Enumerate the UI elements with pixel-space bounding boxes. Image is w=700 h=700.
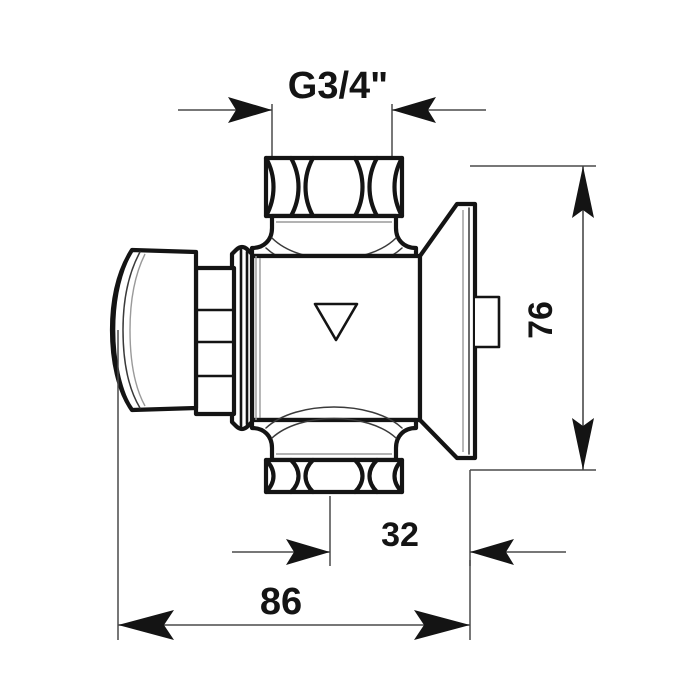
arrowhead-thread-right: [392, 97, 436, 123]
triangle-down-icon: [313, 302, 359, 342]
upper-hex-chamfer-arc-1: [263, 155, 276, 219]
knob-shaft: [193, 265, 237, 417]
knob-cap-highlight: [122, 251, 141, 409]
lower-hex-chamfer-arc-1: [263, 457, 276, 495]
upper-hex-chamfer-arc-6: [392, 155, 405, 219]
lower-hex-chamfer-arc-2: [288, 457, 301, 495]
upper-hex-chamfer-arc-3: [303, 155, 316, 219]
wall-flange: [417, 201, 501, 461]
knob-cap-front-edge: [112, 248, 134, 412]
lower-hex-chamfer-arc-4: [352, 457, 365, 495]
lower-hex-nut: [263, 457, 405, 495]
lower-hex-nut-body: [263, 457, 405, 495]
lower-hex-chamfer-arc-6: [392, 457, 405, 495]
dimension-thread-size: G3/4": [178, 65, 486, 168]
arrowhead-offset-left: [286, 539, 330, 565]
wall-flange-cone: [417, 201, 478, 461]
bonnet-rings: [229, 244, 257, 432]
knob-cap-highlight-2: [129, 253, 146, 407]
dimension-label-outlet-offset: 32: [381, 516, 419, 554]
dimension-outlet-offset: 32: [232, 470, 566, 566]
dimension-overall-height: 76: [470, 165, 596, 471]
knob-cap-body: [109, 247, 199, 413]
lower-neck-radius-arc-inner: [271, 417, 397, 439]
flow-direction-marker: [313, 302, 359, 342]
lower-hex-chamfer-arc-5: [367, 457, 380, 495]
upper-hex-chamfer-arc-5: [367, 155, 380, 219]
upper-hex-nut-body: [263, 155, 405, 219]
upper-hex-chamfer-arc-2: [288, 155, 301, 219]
dimension-label-thread-size: G3/4": [288, 65, 388, 107]
dimension-label-overall-length: 86: [260, 581, 302, 623]
arrowhead-offset-right: [470, 539, 514, 565]
arrowhead-height-top: [572, 166, 594, 218]
arrowhead-length-left: [118, 610, 174, 640]
arrowhead-length-right: [414, 610, 470, 640]
push-button-knob: [109, 247, 199, 413]
lower-hex-chamfer-arc-3: [303, 457, 316, 495]
arrowhead-height-bottom: [572, 418, 594, 470]
dimension-label-overall-height: 76: [522, 301, 560, 339]
arrowhead-thread-left: [228, 97, 272, 123]
lower-neck-radius-arc-outer: [265, 406, 403, 429]
dimension-overall-length: 86: [117, 330, 471, 640]
upper-hex-nut: [263, 155, 405, 219]
flange-boss: [475, 295, 501, 349]
upper-hex-chamfer-arc-4: [352, 155, 365, 219]
